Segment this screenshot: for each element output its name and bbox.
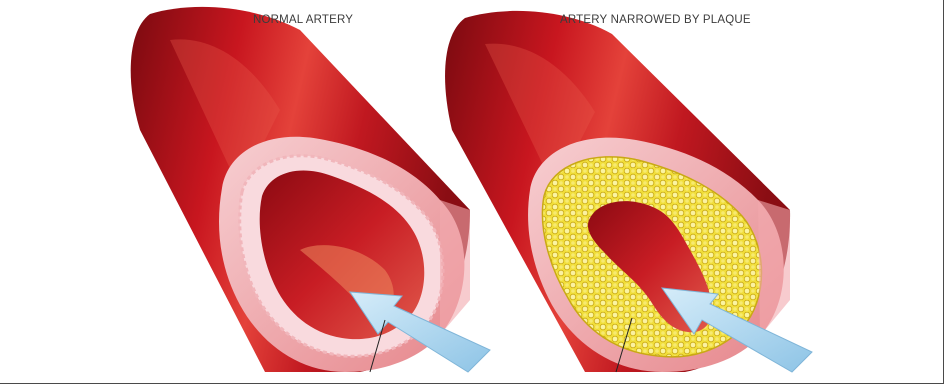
narrowed-artery-label: ARTERY NARROWED BY PLAQUE — [560, 14, 751, 26]
normal-artery — [131, 7, 490, 372]
normal-artery-label: NORMAL ARTERY — [253, 14, 353, 26]
narrowed-artery — [445, 11, 812, 372]
